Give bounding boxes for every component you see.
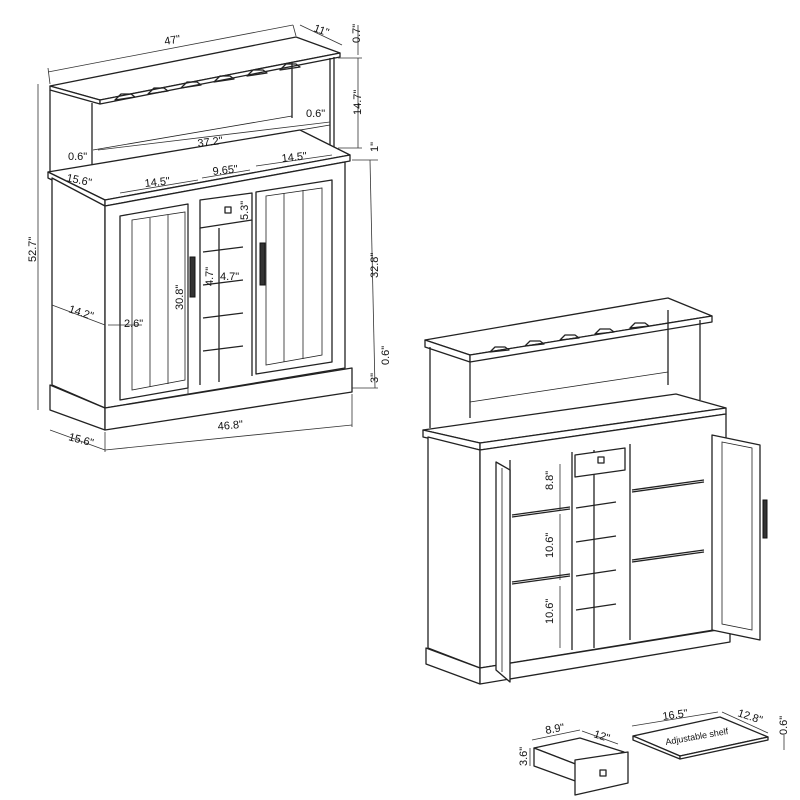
- front-view: 47" 11" 0.7" 14.7" 0.6" 37.2" 0.6" 1" 15…: [27, 23, 392, 452]
- dim-hutch-left: 0.6": [68, 151, 87, 163]
- dim-top-thickness: 0.7": [351, 24, 363, 43]
- dim-base-gap: 0.6": [380, 346, 392, 365]
- shelf-depth: 12.8": [736, 707, 764, 726]
- dim-door-width-left: 14.5": [144, 175, 171, 190]
- dim-cabinet-height: 32.8": [369, 253, 381, 278]
- dim-top-width: 47": [163, 33, 181, 48]
- drawer-depth: 12": [592, 728, 611, 744]
- drawer-height: 3.6": [518, 747, 530, 766]
- dim-base-height: 3": [369, 373, 381, 383]
- center-column: [199, 192, 253, 385]
- hutch-top-board: [49, 36, 341, 101]
- dim-center-width: 9.65": [212, 163, 239, 178]
- dim-counter-thickness: 1": [369, 142, 381, 152]
- dim-door-gap: 2.6": [124, 318, 143, 330]
- open-right-door-handle-icon: [762, 499, 768, 539]
- drawer-knob-icon: [224, 206, 232, 214]
- shelf-width: 16.5": [662, 708, 689, 723]
- drawer-detail-knob-icon: [599, 769, 607, 777]
- open-left-door: [495, 461, 511, 683]
- stemware-rack: [114, 63, 301, 101]
- drawer-width: 8.9": [544, 722, 565, 737]
- dim-shelf-gap-top: 8.8": [544, 471, 556, 490]
- dim-drawer-height: 5.3": [239, 201, 251, 220]
- cabinet-side: [51, 177, 106, 409]
- dim-rack-height: 4.7": [204, 267, 216, 286]
- right-door: [255, 179, 333, 375]
- open-drawer-knob-icon: [597, 456, 605, 464]
- open-right-door: [711, 434, 761, 641]
- dim-counter-depth: 15.6": [65, 172, 92, 189]
- dim-hutch-side: 0.6": [306, 108, 325, 120]
- dim-total-height: 52.7": [27, 237, 39, 262]
- left-door: [119, 203, 196, 401]
- dim-base-depth: 15.6": [67, 431, 95, 449]
- drawer-detail: 8.9" 12" 3.6": [518, 722, 629, 796]
- dim-top-depth: 11": [312, 23, 331, 40]
- dim-door-height: 30.8": [174, 285, 186, 310]
- open-view: 8.8" 10.6" 10.6": [422, 297, 768, 685]
- left-door-handle-icon: [189, 256, 196, 298]
- dim-door-width-right: 14.5": [281, 150, 308, 165]
- dim-hutch-height: 14.7": [352, 90, 364, 115]
- front-dimension-lines: [37, 24, 378, 452]
- adjustable-shelf-detail: 16.5" 12.8" 0.6" Adjustable shelf: [631, 707, 790, 760]
- right-door-handle-icon: [259, 242, 266, 286]
- dim-shelf-gap-bottom: 10.6": [544, 599, 556, 624]
- shelf-thickness: 0.6": [778, 716, 790, 735]
- dim-base-width: 46.8": [217, 419, 243, 433]
- dim-rack-width: 4.7": [220, 271, 239, 283]
- dim-hutch-inner-width: 37.2": [197, 135, 224, 150]
- dim-shelf-gap-mid: 10.6": [544, 533, 556, 558]
